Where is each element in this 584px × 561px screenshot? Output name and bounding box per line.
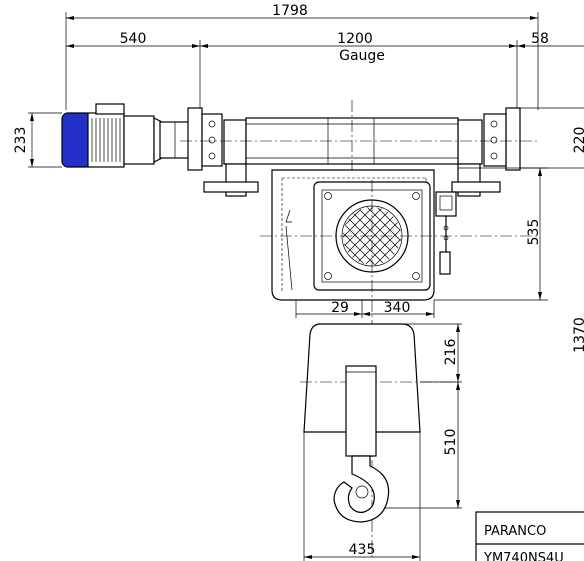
limit-switch [435,191,457,275]
overall-width-dimension: 1798 [65,3,539,110]
dim-drum-offset-b: 340 [384,300,411,316]
dim-motor-height: 233 [13,127,29,154]
beam [180,100,540,172]
motor-height-dimension: 233 [13,112,62,168]
title-block: PARANCO YM740NS4U [475,511,584,561]
dim-offset-left: 540 [120,31,147,47]
title-company: PARANCO [484,524,546,539]
right-end-truck [451,107,521,197]
dim-gauge: 1200 [337,31,373,47]
dim-hook-block-lower: 510 [443,429,459,456]
dim-offset-right: 58 [531,31,549,47]
dim-hook-block-upper: 216 [443,339,459,366]
hook-block [300,323,456,523]
upper-hook-dimension: 535 [434,167,548,301]
title-model-code: YM740NS4U [483,551,564,561]
gauge-label: Gauge [339,48,385,64]
dim-hook-block-width: 435 [349,542,376,558]
dim-overall-width: 1798 [272,3,308,19]
motor [61,103,191,168]
dim-hook-offset-upper: 535 [526,219,542,246]
beam-height-dimension: 220 [520,107,584,169]
offset-gauge-dimensions: 540 1200 Gauge 58 [66,31,584,110]
hook-block-dimensions: 216 510 [372,323,462,509]
dim-drum-offset-a: 29 [331,300,349,316]
dim-beam-height: 220 [572,127,584,154]
motor-body [87,112,125,168]
hook-width-dimension: 435 [303,432,421,561]
left-end-truck [187,107,259,197]
drum-offset-dimensions: 29 340 [295,300,435,318]
dim-hook-total-height: 1370 [572,317,584,353]
